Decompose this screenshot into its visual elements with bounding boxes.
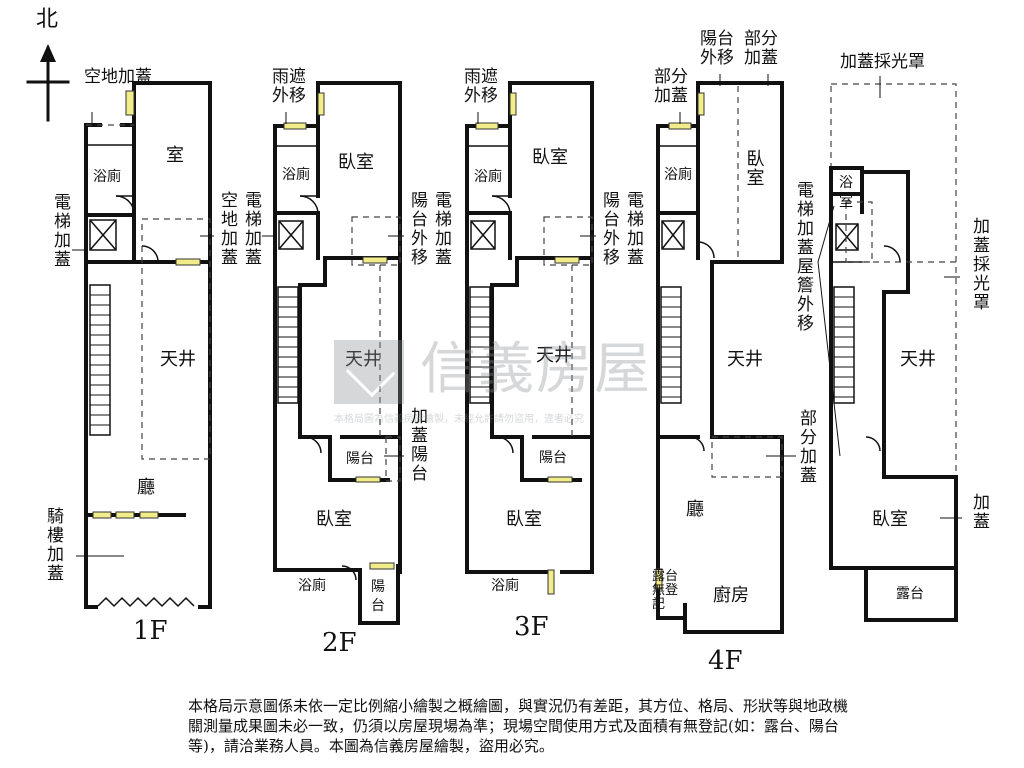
f2-floor-label: 2F xyxy=(322,628,357,658)
f3-canopy-label: 雨遮外移 xyxy=(464,67,498,106)
f3-bedroom2-label: 臥室 xyxy=(506,509,542,530)
f2-elevator-addition-label: 電梯加蓋 xyxy=(435,191,452,268)
f2-balcony-moved-label: 陽台外移 xyxy=(411,191,428,268)
f1-vacant-addition-label: 空地加蓋 xyxy=(84,67,152,87)
f2-bath-label: 浴廁 xyxy=(282,167,310,183)
f3-bath-label: 浴廁 xyxy=(474,169,502,185)
f4-kitchen-label: 廚房 xyxy=(713,585,749,606)
f2-balcony-label: 陽台 xyxy=(346,451,374,467)
f3-balcony-label: 陽台 xyxy=(539,450,567,466)
f3-balcony-moved-label: 陽台外移 xyxy=(603,191,620,268)
f4-floor-label: 4F xyxy=(708,646,743,676)
f4-partial-addition-label: 部分加蓋 xyxy=(654,67,688,106)
f5-skylight-side-label: 加蓋採光罩 xyxy=(973,217,990,313)
f4-bedroom-label: 臥室 xyxy=(746,149,765,189)
north-arrow-icon xyxy=(26,44,70,122)
north-label: 北 xyxy=(36,7,59,32)
f3-elevator-addition-label: 電梯加蓋 xyxy=(627,191,644,268)
f1-floor-label: 1F xyxy=(133,616,168,646)
disclaimer-text: 本格局示意圖係未依一定比例縮小繪製之概繪圖，與實況仍有差距，其方位、格局、形狀等… xyxy=(188,697,849,755)
f1-elevator-addition-label: 電梯加蓋 xyxy=(54,193,71,270)
floor-2f-plan xyxy=(262,81,404,625)
f2-canopy-label: 雨遮外移 xyxy=(272,67,306,106)
f3-lightwell-label: 天井 xyxy=(536,345,572,366)
f4-terrace-label: 露台無登記 xyxy=(652,569,679,612)
f2-bedroom-label: 臥室 xyxy=(338,152,374,173)
f1-room-label: 室 xyxy=(166,145,184,166)
f1-hall-label: 廳 xyxy=(137,477,155,498)
f1-elevator-addition-label-2: 電梯加蓋 xyxy=(245,191,262,268)
f2-bath2-label: 浴廁 xyxy=(298,578,326,594)
f5-skylight-top-label: 加蓋採光罩 xyxy=(840,52,925,72)
f4-hall-label: 廳 xyxy=(686,499,704,520)
f5-bedroom-label: 臥室 xyxy=(872,509,908,530)
f5-bath-label: 浴室 xyxy=(839,175,853,210)
f5-terrace-label: 露台 xyxy=(896,586,924,602)
floor-1f-plan xyxy=(72,81,214,609)
f1-bath-label: 浴廁 xyxy=(93,169,121,185)
f1-lightwell-label: 天井 xyxy=(160,349,196,370)
f1-vacant-addition-label-2: 空地加蓋 xyxy=(221,191,238,268)
floor-5f-plan xyxy=(817,76,962,622)
f1-arcade-addition-label: 騎樓加蓋 xyxy=(47,507,64,584)
f4-balcony-moved-label: 陽台外移 xyxy=(700,29,734,68)
floor-3f-plan xyxy=(465,81,596,595)
f2-balcony2-label: 陽台 xyxy=(371,579,385,614)
f5-elevator-eave-label: 電梯加蓋屋簷外移 xyxy=(797,181,814,334)
f3-floor-label: 3F xyxy=(514,612,549,642)
f3-bedroom-label: 臥室 xyxy=(532,147,568,168)
f3-bath2-label: 浴廁 xyxy=(491,578,519,594)
f5-lightwell-label: 天井 xyxy=(900,349,936,370)
f2-added-balcony-label: 加蓋陽台 xyxy=(411,407,428,484)
f5-addition-label: 加蓋 xyxy=(973,493,990,532)
f4-partial-addition-label-3: 部分加蓋 xyxy=(800,409,817,486)
f4-lightwell-label: 天井 xyxy=(727,349,763,370)
f2-bedroom2-label: 臥室 xyxy=(316,509,352,530)
floor-4f-plan xyxy=(655,74,796,634)
f2-lightwell-label: 天井 xyxy=(345,349,381,370)
f4-bath-label: 浴廁 xyxy=(664,167,692,183)
f4-partial-addition-label-2: 部分加蓋 xyxy=(744,29,778,68)
